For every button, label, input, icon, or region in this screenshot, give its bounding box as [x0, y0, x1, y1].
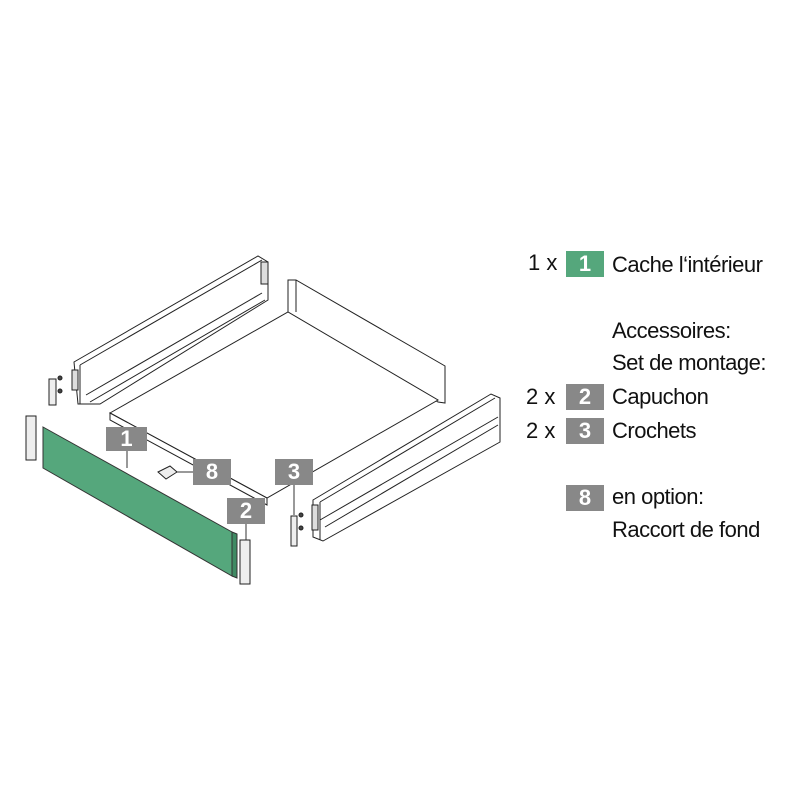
- callout-8: 8: [193, 459, 231, 485]
- item1-qty: 1 x: [528, 250, 558, 275]
- leader-lines: [126, 451, 295, 540]
- left-side-rail: [71, 255, 269, 405]
- accessories-heading: Accessoires:: [612, 318, 731, 343]
- item2-badge: 2: [566, 384, 604, 410]
- front-inner-panel: [42, 426, 238, 579]
- item3-text: Crochets: [612, 418, 697, 443]
- front-right-cap: [239, 539, 251, 585]
- left-rear-hook: [48, 375, 63, 406]
- item8-text: en option:: [612, 484, 704, 509]
- item2-qty: 2 x: [526, 384, 556, 409]
- callout-1: 1: [106, 426, 147, 451]
- item1-badge: 1: [566, 251, 604, 277]
- callout-2: 2: [227, 498, 265, 524]
- right-side-rail: [311, 393, 501, 542]
- mounting-set-heading: Set de montage:: [612, 350, 766, 375]
- item3-qty: 2 x: [526, 418, 556, 443]
- callout-3: 3: [275, 459, 313, 485]
- right-hook: [290, 512, 304, 547]
- item2-text: Capuchon: [612, 384, 709, 409]
- item3-badge: 3: [566, 418, 604, 444]
- front-left-cap: [25, 415, 37, 461]
- item8-text2: Raccort de fond: [612, 517, 760, 542]
- item8-badge: 8: [566, 485, 604, 511]
- back-connector: [157, 465, 178, 480]
- item1-text: Cache l‘intérieur: [612, 252, 763, 277]
